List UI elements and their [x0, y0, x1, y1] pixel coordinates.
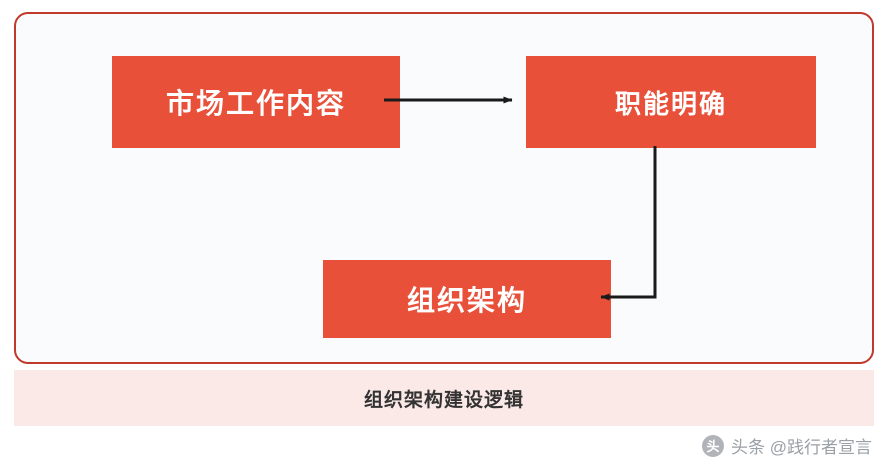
diagram-panel: 市场工作内容 职能明确 组织架构 [14, 12, 874, 364]
node-org-structure: 组织架构 [323, 260, 611, 338]
diagram-caption-text: 组织架构建设逻辑 [363, 389, 524, 411]
watermark: 头 头条 @践行者宣言 [702, 433, 872, 458]
diagram-caption-bar: 组织架构建设逻辑 [14, 370, 874, 426]
watermark-text: 头条 @践行者宣言 [731, 438, 872, 457]
node-market-work-content: 市场工作内容 [112, 56, 400, 148]
node-function-clarity: 职能明确 [526, 56, 816, 148]
toutiao-logo-icon: 头 [702, 434, 725, 457]
